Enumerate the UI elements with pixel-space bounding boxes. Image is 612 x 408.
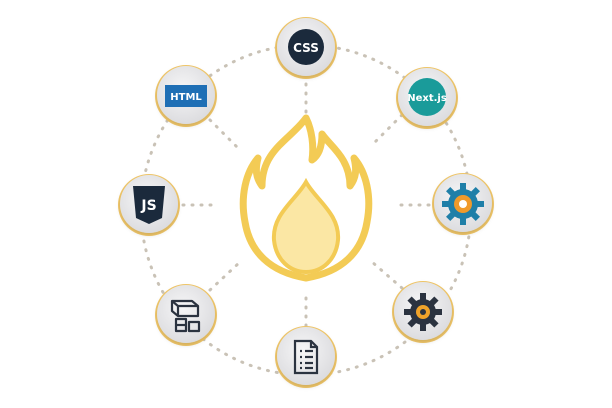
node-css[interactable]: CSS (275, 17, 337, 79)
css-icon (288, 29, 324, 65)
node-javascript[interactable]: JS (118, 174, 180, 236)
javascript-icon (133, 186, 165, 224)
nextjs-icon (408, 78, 446, 116)
flame-outer (239, 114, 373, 282)
building-blocks-icon (170, 299, 201, 333)
js-label: JS (140, 198, 156, 214)
document-list-icon (293, 339, 319, 375)
css-label: CSS (293, 41, 319, 55)
node-nextjs[interactable]: Next.js (396, 67, 458, 129)
flame-inner (271, 177, 341, 275)
html-icon (165, 85, 207, 107)
html-label: HTML (170, 92, 202, 103)
nextjs-label: Next.js (407, 93, 447, 104)
spoke-html (208, 118, 242, 152)
connector-spokes (172, 73, 440, 337)
spoke-nextjs (370, 113, 404, 147)
spoke-blocks (208, 260, 242, 292)
gear-icon (404, 293, 442, 331)
node-blocks[interactable] (155, 284, 217, 346)
node-gear-settings[interactable] (432, 173, 494, 235)
node-html[interactable]: HTML (155, 65, 217, 127)
node-document[interactable] (275, 326, 337, 388)
flame-icon (239, 114, 373, 282)
spoke-gear-dark (370, 260, 404, 290)
gear-settings-icon (442, 183, 484, 225)
node-gear[interactable] (392, 281, 454, 343)
